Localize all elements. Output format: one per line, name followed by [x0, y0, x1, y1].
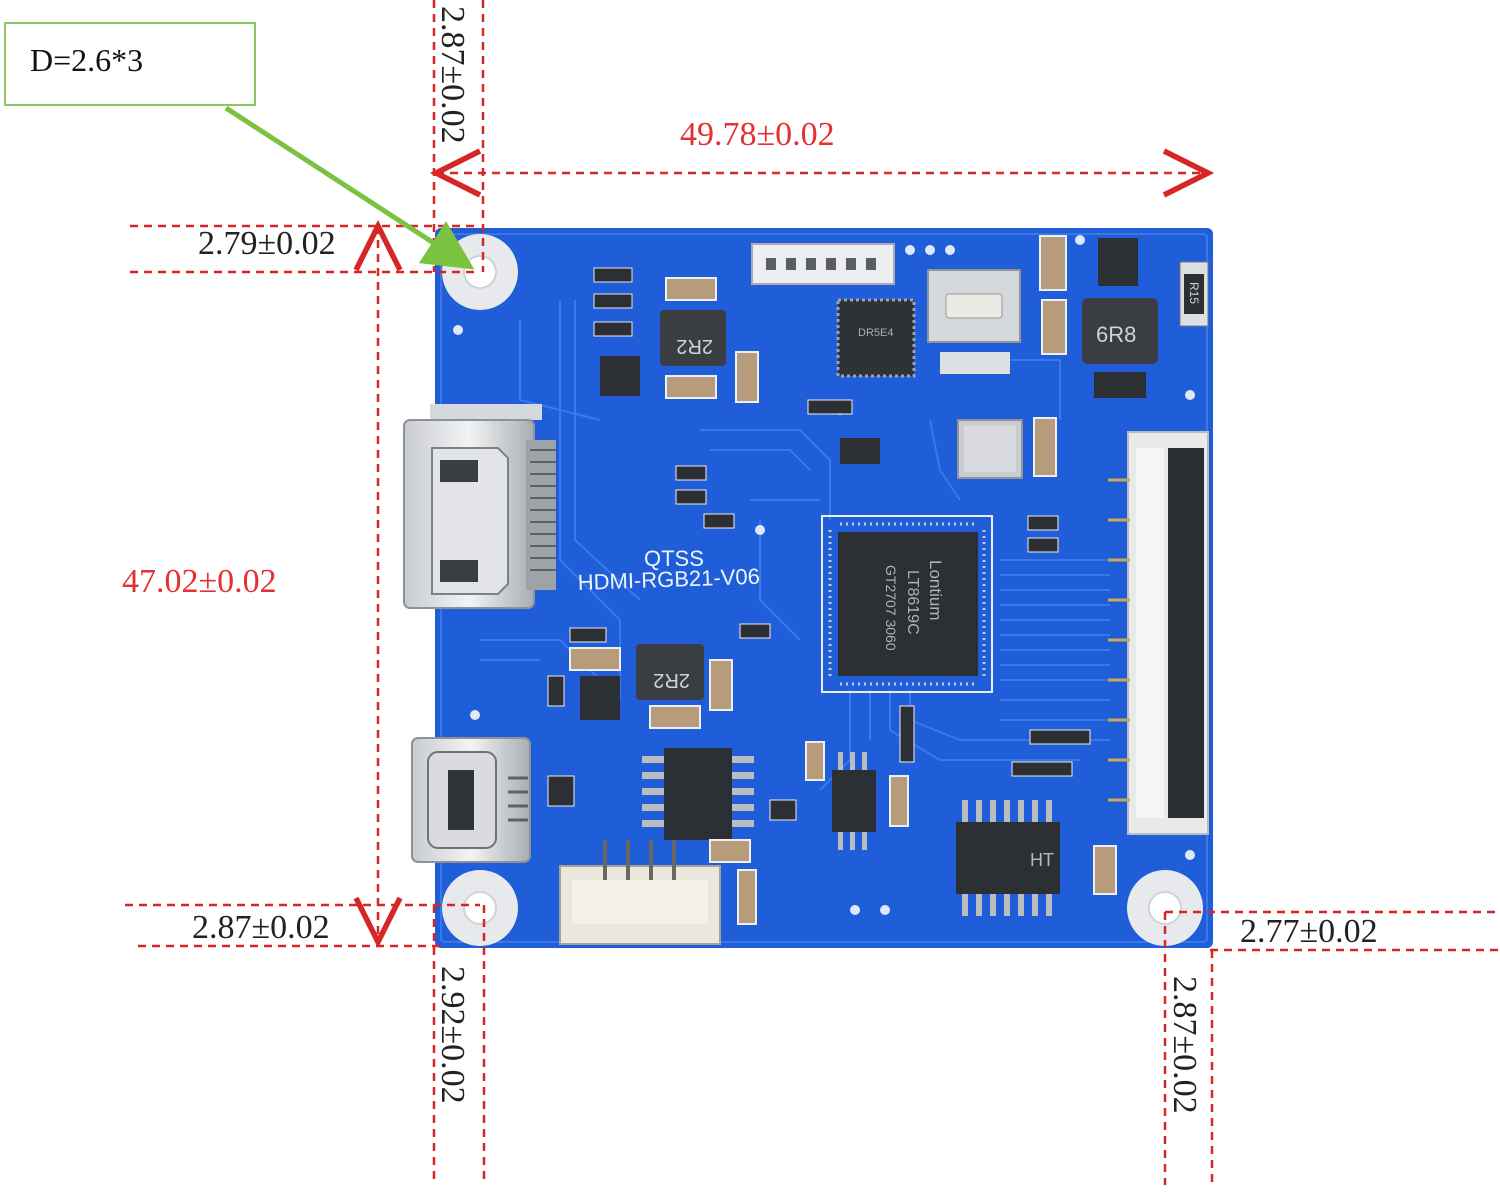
- inductor-top: 2R2: [660, 310, 726, 366]
- chip-code: GT2707 3060: [883, 565, 899, 651]
- dim-width-label: 49.78±0.02: [680, 116, 835, 153]
- dim-bottom-right-x-label: 2.87±0.02: [1166, 976, 1203, 1114]
- main-chip: Lontium LT8619C GT2707 3060: [821, 515, 993, 693]
- fpc-connector: [1108, 431, 1209, 835]
- svg-text:HT: HT: [1030, 850, 1054, 870]
- qfn-chip-label: DR5E4: [858, 327, 893, 339]
- tact-switch: [927, 269, 1021, 343]
- dimension-guides: [125, 0, 1500, 1185]
- svg-text:R15: R15: [1187, 282, 1201, 304]
- crystal: [957, 419, 1023, 479]
- dim-bottom-left-y-label: 2.87±0.02: [192, 909, 330, 946]
- small-ic: [832, 752, 876, 850]
- dim-top-left-x-label: 2.87±0.02: [434, 6, 471, 144]
- inductor-right: 6R8: [1082, 298, 1158, 364]
- mounting-hole-bottom-left: [442, 870, 518, 946]
- passive-components: [547, 235, 1146, 925]
- qfn-chip: DR5E4: [836, 298, 916, 378]
- mounting-hole-bottom-right: [1127, 870, 1203, 946]
- svg-text:6R8: 6R8: [1096, 322, 1136, 347]
- svg-text:2R2: 2R2: [653, 669, 690, 691]
- hdmi-connector: [403, 404, 556, 609]
- board-brand: QTSS: [644, 546, 704, 571]
- chip-part: LT8619C: [904, 570, 921, 635]
- hole-diameter-callout: [4, 22, 256, 106]
- pin-header: [751, 243, 895, 285]
- dim-height-label: 47.02±0.02: [122, 563, 277, 600]
- dim-bottom-right-y-label: 2.77±0.02: [1240, 913, 1378, 950]
- resistor: R15: [1179, 261, 1209, 327]
- driver-chip: HT: [956, 800, 1060, 916]
- micro-usb-connector: [411, 737, 531, 863]
- callout-arrow: [224, 105, 475, 270]
- jst-connector: [559, 840, 721, 945]
- dim-bottom-left-x-label: 2.92±0.02: [434, 966, 471, 1104]
- dim-top-left-y-label: 2.79±0.02: [198, 225, 336, 262]
- chip-brand: Lontium: [926, 560, 945, 620]
- svg-text:2R2: 2R2: [676, 335, 713, 357]
- inductor-middle: 2R2: [636, 644, 704, 700]
- pcb-traces: [480, 300, 1110, 791]
- pcb-board: Lontium LT8619C GT2707 3060 DR5E4 2R2 2R…: [403, 228, 1213, 948]
- sop-chip: [642, 748, 754, 840]
- hole-diameter-label: D=2.6*3: [30, 42, 144, 78]
